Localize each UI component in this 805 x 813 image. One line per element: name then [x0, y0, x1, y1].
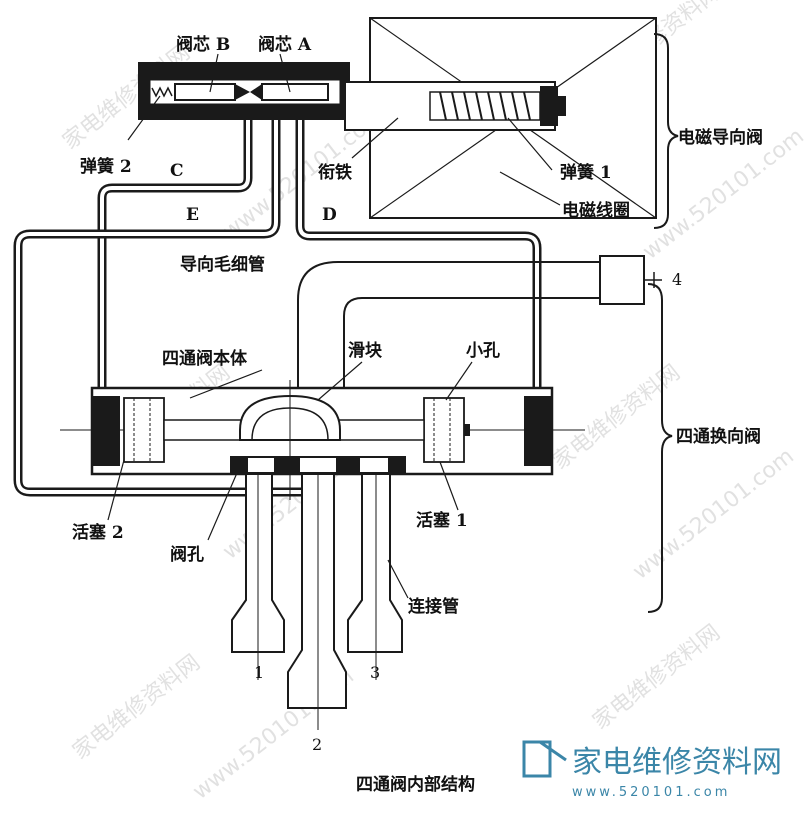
pilot-capillary-tubes [13, 113, 542, 497]
pipe-2 [287, 473, 347, 709]
label-pipe-2: 2 [312, 735, 322, 754]
piston-2 [123, 397, 165, 463]
label-small-hole: 小孔 [466, 341, 500, 361]
tube-e-inner [16, 116, 332, 494]
label-port-e: E [186, 205, 199, 225]
labels: 阀芯 B 阀芯 A 弹簧 2 C E D 衔铁 弹簧 1 电磁线圈 电磁导向阀 … [72, 34, 763, 795]
logo-url: www.520101.com [572, 785, 730, 800]
leader-lines [107, 53, 561, 599]
label-spring-2: 弹簧 2 [80, 156, 132, 177]
label-valve-core-b: 阀芯 B [176, 34, 230, 55]
tube-d-inner [298, 116, 539, 412]
brace-solenoid [653, 33, 679, 229]
label-valve-core-a: 阀芯 A [258, 34, 312, 55]
valve-body [60, 255, 662, 500]
label-slider: 滑块 [348, 341, 383, 361]
label-connecting-pipe: 连接管 [408, 596, 459, 617]
label-reversing-valve: 四通换向阀 [676, 426, 761, 447]
pipe-4-upper [297, 261, 605, 388]
pipe-4-lower [343, 297, 605, 388]
solenoid-pilot-valve [138, 17, 657, 219]
label-pipe-1: 1 [254, 663, 264, 682]
figure-caption: 四通阀内部结构 [356, 774, 475, 795]
label-pipe-4: 4 [672, 270, 682, 289]
connecting-pipes [231, 473, 403, 730]
label-port-d: D [322, 205, 337, 225]
label-piston-2: 活塞 2 [72, 522, 124, 543]
tube-c-inner [100, 116, 250, 400]
valve-core-a [261, 83, 329, 101]
watermark-text: 家电维修资料网 [588, 620, 725, 735]
spring-1 [439, 91, 531, 121]
spring-2 [151, 86, 173, 98]
right-end-cap [524, 396, 552, 466]
watermark-text: 家电维修资料网 [68, 650, 205, 765]
label-armature: 衔铁 [318, 162, 352, 183]
label-port-c: C [170, 161, 184, 181]
label-solenoid-pilot-valve: 电磁导向阀 [678, 127, 763, 148]
label-piston-1: 活塞 1 [416, 510, 468, 531]
label-pilot-capillary: 导向毛细管 [180, 254, 265, 275]
braces [647, 33, 679, 613]
left-end-cap [92, 396, 120, 466]
pipe-3 [347, 473, 403, 653]
logo-mark-icon [522, 740, 552, 778]
watermark-text: www.520101.com [628, 444, 799, 585]
label-valve-port: 阀孔 [170, 544, 204, 565]
logo-text: 家电维修资料网 [572, 745, 782, 780]
site-logo: 家电维修资料网 www.520101.com [522, 740, 782, 800]
valve-core-b [174, 83, 236, 101]
pipe-4-end [599, 255, 645, 305]
watermark-text: 家电维修资料网 [548, 360, 685, 475]
label-valve-body: 四通阀本体 [162, 348, 248, 369]
piston-1 [423, 397, 465, 463]
label-solenoid-coil: 电磁线圈 [562, 200, 630, 221]
brace-reversing [647, 283, 673, 613]
label-spring-1: 弹簧 1 [560, 162, 612, 183]
label-pipe-3: 3 [370, 663, 380, 682]
